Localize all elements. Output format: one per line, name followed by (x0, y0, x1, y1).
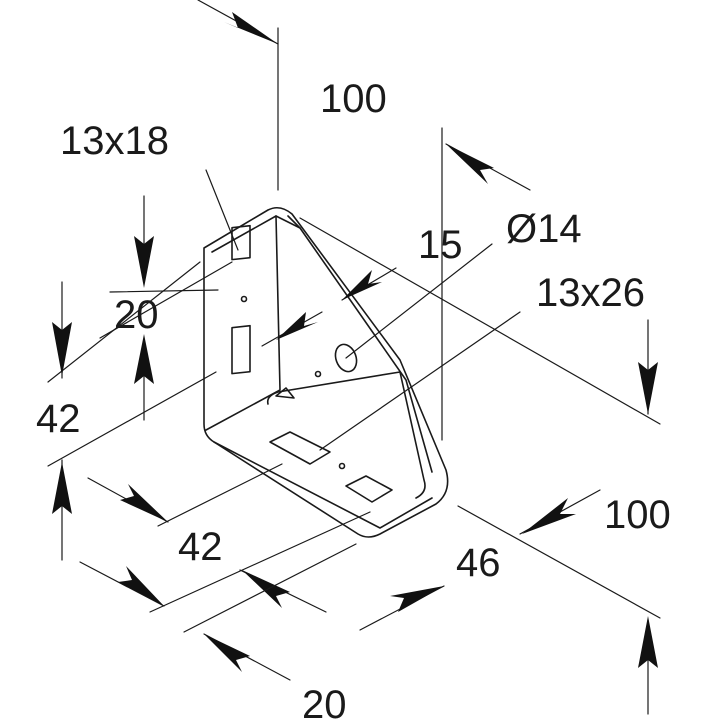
rivet-base (338, 462, 346, 470)
bracket-fold-wedge (275, 387, 295, 399)
label-top-width: 100 (320, 77, 387, 121)
arrow-46-right (390, 586, 444, 612)
arrow-top-left (224, 12, 278, 44)
label-left-height: 42 (36, 397, 81, 441)
slot-top (231, 224, 251, 261)
arrow-15-a (342, 270, 382, 300)
label-slot-top: 13x18 (60, 119, 169, 163)
rivet-flange (240, 295, 248, 303)
label-edge-distance: 15 (418, 223, 463, 267)
rivet-gusset (314, 370, 322, 378)
arrow-20-down (134, 236, 154, 288)
label-base-width: 46 (456, 541, 501, 585)
arrow-20-up (134, 334, 154, 384)
arrow-42-left-down (52, 322, 72, 376)
arrow-42-left-up (52, 462, 72, 514)
label-bottom-pitch: 20 (302, 683, 347, 721)
arrow-42-base (120, 484, 168, 522)
bracket-back-plate (203, 206, 449, 538)
bracket-flange-edge (205, 215, 281, 431)
arrow-20-bottom-left (118, 566, 164, 606)
arrow-right-top (638, 362, 658, 414)
label-right-height: 100 (604, 493, 671, 537)
angle-bracket (203, 206, 449, 538)
arrow-15-b (276, 312, 318, 340)
dimension-labels: 100 13x18 20 15 Ø14 13x26 42 42 46 100 2… (36, 77, 671, 721)
label-slot-side: 13x26 (536, 271, 645, 315)
label-hole-diameter: Ø14 (506, 207, 582, 251)
label-slot-pitch: 20 (114, 293, 159, 337)
arrow-right-bottom (638, 616, 658, 668)
arrow-100-right (522, 498, 576, 534)
arrow-top-right (446, 144, 494, 184)
slot-base-left (269, 431, 331, 465)
bracket-gusset-inner (275, 215, 301, 229)
label-base-depth: 42 (178, 525, 223, 569)
slot-middle (231, 324, 251, 375)
slot-base-right (345, 475, 393, 503)
bracket-gusset (287, 215, 433, 473)
arrow-20-bottom-right (204, 634, 250, 672)
dimension-lines (47, 0, 661, 715)
bracket-base-fold (266, 371, 426, 499)
arrow-46-left (242, 570, 290, 608)
hole-gusset (334, 343, 358, 373)
